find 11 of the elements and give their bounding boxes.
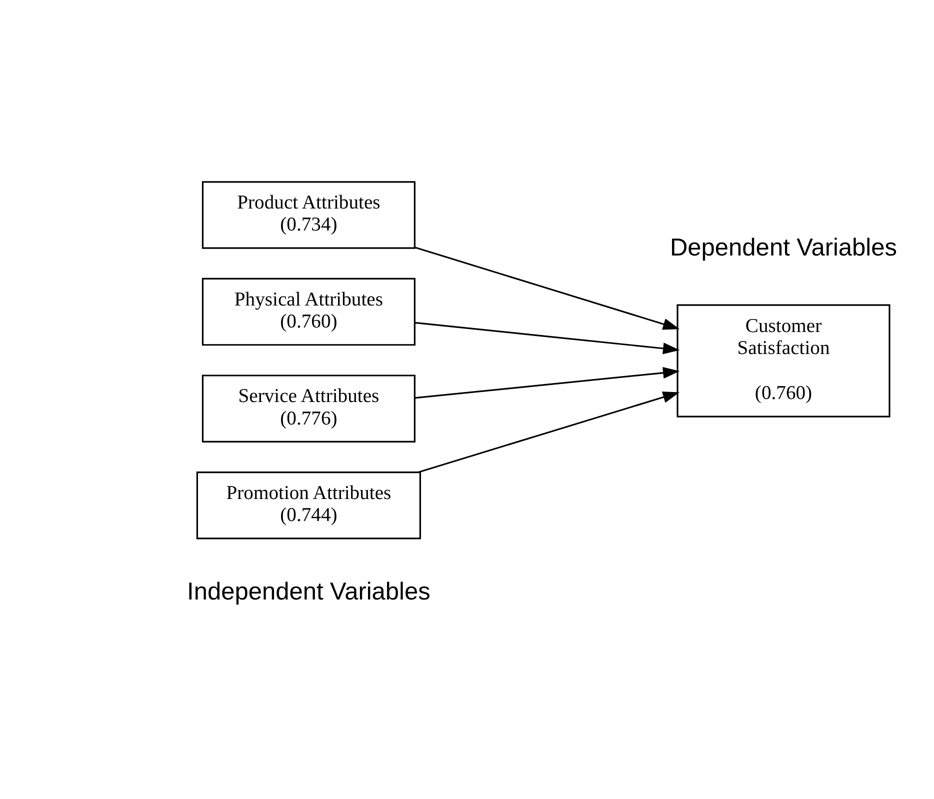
node-box: Service Attributes (0.776) <box>202 374 416 442</box>
node-box: Promotion Attributes (0.744) <box>196 471 421 539</box>
label: Independent Variables <box>187 578 430 606</box>
arrow <box>418 391 680 472</box>
arrow <box>414 366 680 398</box>
label: Dependent Variables <box>670 234 898 261</box>
arrow <box>414 246 680 330</box>
arrow <box>414 321 680 354</box>
node-box: Customer Satisfaction (0.760) <box>676 304 890 417</box>
node-box: Physical Attributes (0.760) <box>202 277 416 346</box>
node-box: Product Attributes (0.734) <box>202 180 416 248</box>
